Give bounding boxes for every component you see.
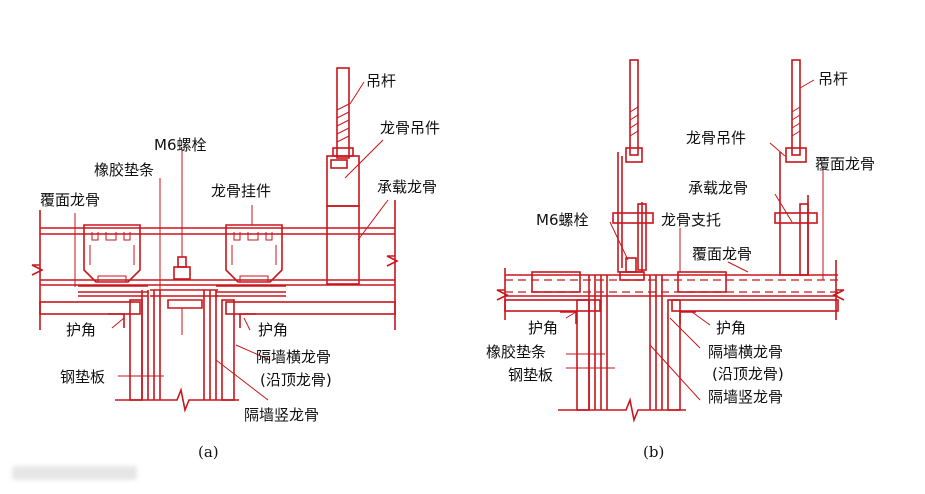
label-wall-vertical-keel-b: 隔墙竖龙骨 <box>708 388 783 406</box>
label-hanger-rod-b: 吊杆 <box>818 70 848 88</box>
leaders-a <box>74 81 389 401</box>
panel-a: 吊杆 龙骨吊件 M6螺栓 橡胶垫条 承载龙骨 龙骨挂件 覆面龙骨 护角 护角 钢… <box>31 67 440 461</box>
label-cover-keel-b: 覆面龙骨 <box>692 245 752 263</box>
cover-keel-left-b <box>531 271 581 293</box>
label-cover-keel-top-b: 覆面龙骨 <box>815 155 875 173</box>
label-corner-guard-right-a: 护角 <box>258 321 288 339</box>
label-corner-guard-left-b: 护角 <box>528 319 558 337</box>
ceiling-plate-a <box>39 285 396 328</box>
hanger-left-b <box>612 59 654 281</box>
label-wall-vertical-keel-a: 隔墙竖龙骨 <box>244 406 319 424</box>
label-keel-support-b: 龙骨支托 <box>661 211 721 229</box>
hanger-right-b <box>774 59 818 276</box>
m6-bolt-a <box>173 150 191 280</box>
label-hanger-rod-a: 吊杆 <box>366 72 396 90</box>
label-keel-clip-a: 龙骨挂件 <box>211 182 271 200</box>
label-m6-bolt-b: M6螺栓 <box>536 211 589 229</box>
cover-keel-clip-left <box>83 224 141 283</box>
partition-wall-a <box>115 290 239 413</box>
label-m6-bolt-a: M6螺栓 <box>154 136 207 154</box>
partition-wall-b <box>558 275 696 423</box>
watermark <box>12 466 137 480</box>
ceiling-layers-b <box>496 260 845 320</box>
label-wall-cross-keel-b: 隔墙横龙骨 <box>708 343 783 361</box>
label-top-keel-b: (沿顶龙骨) <box>712 365 784 383</box>
caption-b: (b) <box>643 443 664 461</box>
cover-keel-right-b <box>677 271 727 293</box>
label-top-keel-a: (沿顶龙骨) <box>260 371 332 389</box>
label-rubber-strip-b: 橡胶垫条 <box>486 343 546 361</box>
panel-b: 吊杆 龙骨吊件 覆面龙骨 承载龙骨 M6螺栓 龙骨支托 覆面龙骨 护角 护角 橡… <box>486 59 875 461</box>
cover-keel-clip-right <box>225 224 283 283</box>
label-steel-pad-a: 钢垫板 <box>60 368 105 386</box>
leaders-b <box>565 79 824 401</box>
label-keel-hanger-b: 龙骨吊件 <box>686 129 746 147</box>
label-load-keel-a: 承载龙骨 <box>377 178 437 196</box>
label-corner-guard-left-a: 护角 <box>66 321 96 339</box>
label-keel-hanger-a: 龙骨吊件 <box>380 119 440 137</box>
label-load-keel-b: 承载龙骨 <box>688 179 748 197</box>
label-corner-guard-right-b: 护角 <box>716 319 746 337</box>
caption-a: (a) <box>198 443 219 461</box>
load-keel-beam <box>31 200 399 330</box>
label-cover-keel-a: 覆面龙骨 <box>40 191 100 209</box>
label-rubber-strip-a: 橡胶垫条 <box>94 161 154 179</box>
label-steel-pad-b: 钢垫板 <box>508 366 553 384</box>
label-wall-cross-keel-a: 隔墙横龙骨 <box>256 348 331 366</box>
hanger-a <box>326 67 360 285</box>
